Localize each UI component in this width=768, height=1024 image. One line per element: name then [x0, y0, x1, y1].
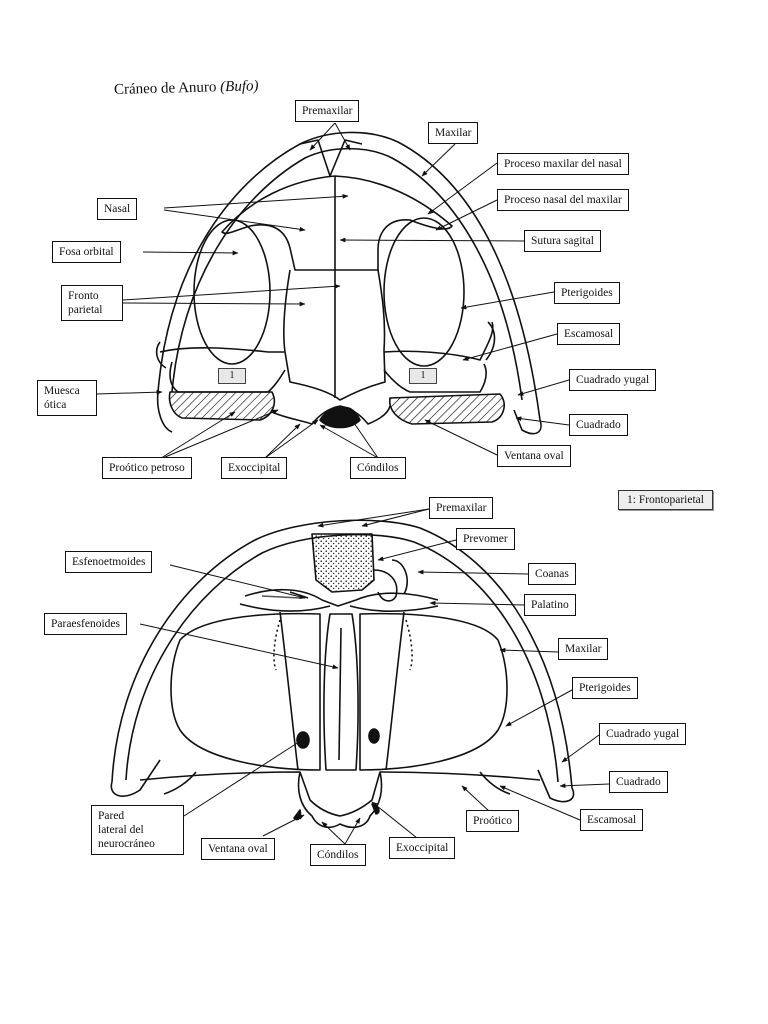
label-v-palatino: Palatino [524, 594, 576, 616]
label-cuadrado-yugal: Cuadrado yugal [569, 369, 657, 391]
label-v-condilos: Cóndilos [310, 844, 366, 866]
label-v-cuadrado-yugal: Cuadrado yugal [599, 723, 687, 745]
label-proceso-nasal-maxilar: Proceso nasal del maxilar [497, 189, 629, 211]
label-muesca-otica-line2: ótica [44, 399, 67, 411]
label-v-pared-line1: Pared [98, 810, 125, 822]
label-fronto-parietal-line2: parietal [68, 304, 103, 316]
label-fosa-orbital: Fosa orbital [52, 241, 121, 263]
label-condilos: Cóndilos [350, 457, 406, 479]
title-main: Cráneo de Anuro [113, 79, 217, 98]
label-fronto-parietal-line1: Fronto [68, 290, 99, 302]
label-cuadrado: Cuadrado [569, 414, 628, 436]
ventral-skull-drawing [110, 519, 575, 829]
label-escamosal: Escamosal [557, 323, 621, 345]
label-v-ventana-oval: Ventana oval [201, 838, 275, 860]
dorsal-skull-drawing [155, 131, 542, 435]
label-v-pared-line2: lateral del [98, 824, 144, 836]
label-v-pared-line3: neurocráneo [98, 838, 155, 850]
label-v-pared-lateral: Pared lateral del neurocráneo [91, 805, 184, 855]
label-nasal: Nasal [97, 198, 138, 220]
label-v-premaxilar: Premaxilar [429, 497, 494, 519]
label-v-prevomer: Prevomer [456, 528, 515, 550]
frontoparietal-tag-left: 1 [218, 368, 246, 384]
label-exoccipital: Exoccipital [221, 457, 288, 479]
dorsal-leader-lines [96, 122, 570, 461]
label-v-coanas: Coanas [528, 563, 576, 585]
label-maxilar: Maxilar [428, 122, 479, 144]
frontoparietal-tag-right: 1 [409, 368, 437, 384]
legend-frontoparietal: 1: Frontoparietal [618, 490, 713, 510]
label-v-paraesfenoides: Paraesfenoides [44, 613, 127, 635]
label-proceso-maxilar-nasal: Proceso maxilar del nasal [497, 153, 629, 175]
label-premaxilar: Premaxilar [295, 100, 360, 122]
label-sutura-sagital: Sutura sagital [524, 230, 601, 252]
label-v-maxilar: Maxilar [558, 638, 609, 660]
title-genus: (Bufo) [219, 78, 259, 96]
label-muesca-otica-line1: Muesca [44, 385, 80, 397]
label-v-pterigoides: Pterigoides [572, 677, 638, 699]
label-v-esfenoetmoides: Esfenoetmoides [65, 551, 153, 573]
label-muesca-otica: Muesca ótica [37, 380, 97, 416]
label-v-exoccipital: Exoccipital [389, 837, 456, 859]
label-v-cuadrado: Cuadrado [609, 771, 668, 793]
label-prootico-petroso: Proótico petroso [102, 457, 192, 479]
label-fronto-parietal: Fronto parietal [61, 285, 123, 321]
ventral-leader-lines [139, 508, 610, 845]
label-v-escamosal: Escamosal [580, 809, 644, 831]
label-pterigoides: Pterigoides [554, 282, 620, 304]
label-v-prootico: Proótico [466, 810, 519, 832]
label-ventana-oval: Ventana oval [497, 445, 571, 467]
